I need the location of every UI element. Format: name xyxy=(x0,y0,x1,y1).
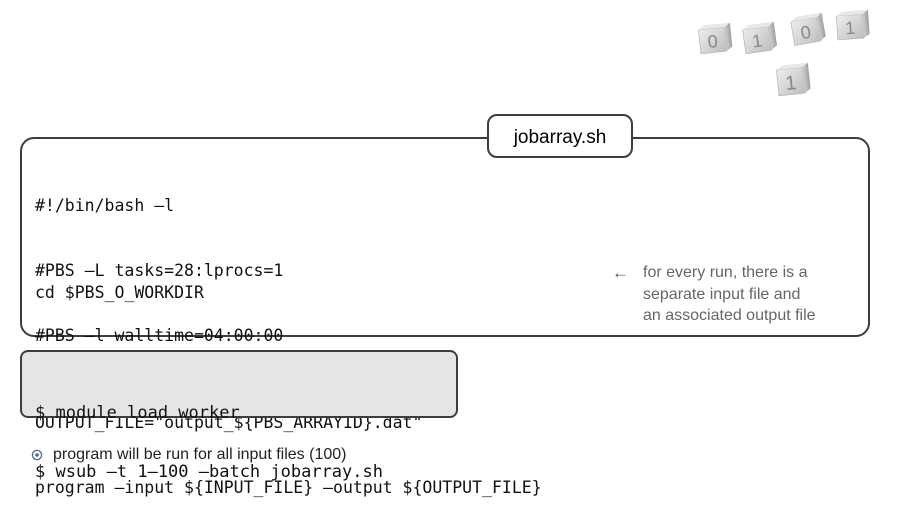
note-line-3: an associated output file xyxy=(643,307,816,324)
cube-3-digit: 0 xyxy=(799,22,812,43)
cube-4-digit: 1 xyxy=(844,18,855,39)
left-arrow-icon: ← xyxy=(612,263,629,282)
cube-5: 1 xyxy=(776,62,811,97)
cube-4: 1 xyxy=(835,9,870,41)
note-line-1: for every run, there is a xyxy=(643,264,808,281)
note-line-2: separate input file and xyxy=(643,285,801,303)
command-lines: $ module load worker $ wsub –t 1–100 –ba… xyxy=(35,365,383,502)
input-output-note: ← for every run, there is a separate inp… xyxy=(612,262,816,327)
script-panel xyxy=(20,137,870,337)
command-panel xyxy=(20,350,458,418)
command-wsub: $ wsub –t 1–100 –batch jobarray.sh xyxy=(35,461,383,482)
cube-2-digit: 1 xyxy=(751,30,764,51)
code-line-cd: cd $PBS_O_WORKDIR xyxy=(35,283,204,303)
bullet-item: program will be run for all input files … xyxy=(31,446,346,464)
cube-2: 1 xyxy=(742,21,778,55)
cube-5-digit: 1 xyxy=(784,72,797,95)
code-line-pbs-walltime: #PBS –l walltime=04:00:00 xyxy=(35,325,284,345)
command-module-load: $ module load worker xyxy=(35,403,240,423)
code-line-program: program –input ${INPUT_FILE} –output ${O… xyxy=(35,477,542,497)
script-filename-tab: jobarray.sh xyxy=(487,114,633,158)
circle-bullet-icon xyxy=(31,449,43,461)
pbs-header-block: #!/bin/bash –l #PBS –L tasks=28:lprocs=1… xyxy=(35,152,283,368)
binary-cubes-graphic: 0 1 0 1 1 xyxy=(698,9,870,97)
bullet-text: program will be run for all input files … xyxy=(53,446,347,463)
cube-1: 0 xyxy=(698,22,733,55)
code-line-pbs-tasks: #PBS –L tasks=28:lprocs=1 xyxy=(35,260,284,280)
code-line-shebang: #!/bin/bash –l xyxy=(35,196,175,216)
cube-1-digit: 0 xyxy=(707,31,719,52)
cube-3: 0 xyxy=(790,12,826,46)
